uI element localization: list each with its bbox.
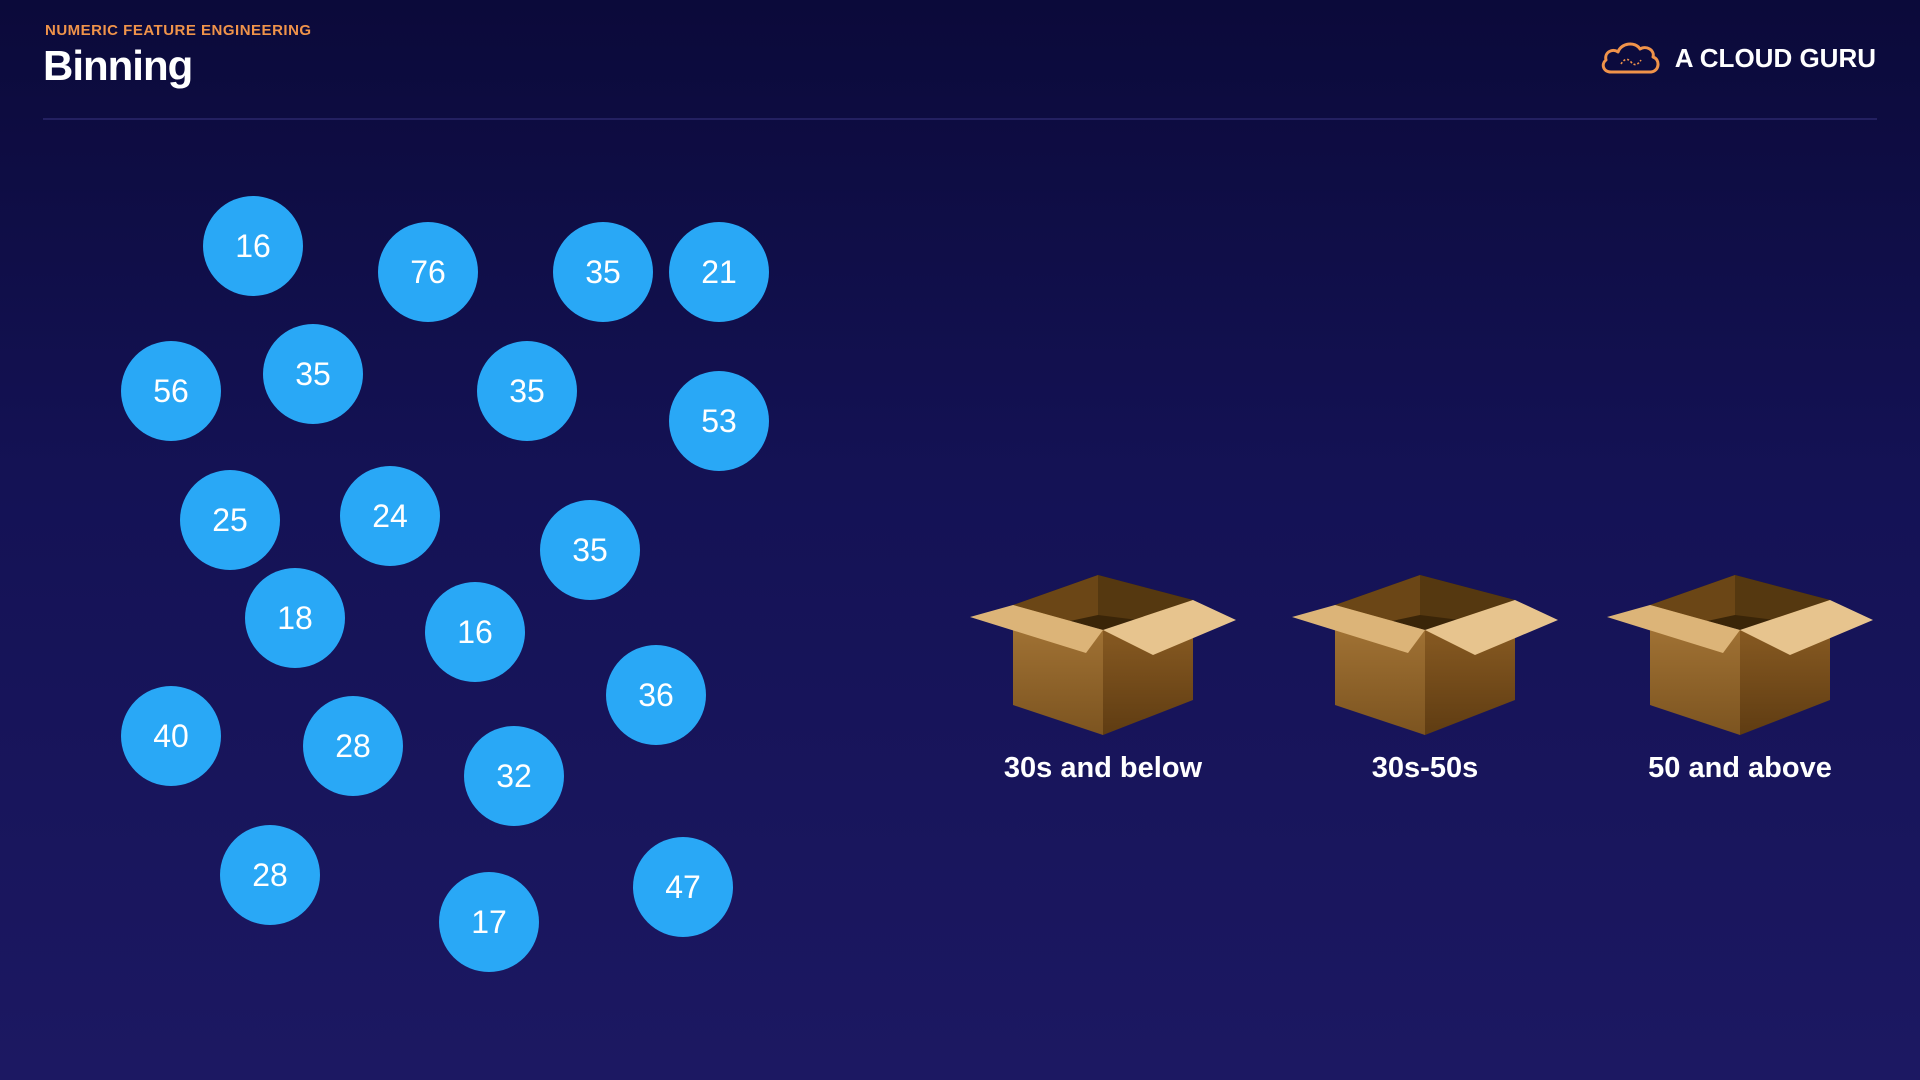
bin: 30s-50s: [1290, 545, 1560, 785]
box-icon: [1605, 545, 1875, 740]
bin-label: 50 and above: [1648, 752, 1832, 784]
value-ball: 21: [669, 222, 769, 322]
eyebrow-heading: NUMERIC FEATURE ENGINEERING: [45, 22, 312, 39]
page-title: Binning: [43, 42, 193, 89]
box-icon: [968, 545, 1238, 740]
value-ball: 35: [553, 222, 653, 322]
value-ball: 17: [439, 872, 539, 972]
brand-logo: A CLOUD GURU: [1599, 38, 1876, 78]
value-ball: 47: [633, 837, 733, 937]
value-ball: 16: [425, 582, 525, 682]
bin: 30s and below: [968, 545, 1238, 785]
bin: 50 and above: [1605, 545, 1875, 785]
cloud-icon: [1599, 38, 1663, 78]
value-ball: 28: [303, 696, 403, 796]
value-ball: 25: [180, 470, 280, 570]
header-divider: [43, 118, 1877, 120]
bin-label: 30s and below: [1003, 752, 1203, 784]
value-ball: 36: [606, 645, 706, 745]
value-ball: 28: [220, 825, 320, 925]
value-ball: 56: [121, 341, 221, 441]
value-ball: 35: [477, 341, 577, 441]
value-ball: 16: [203, 196, 303, 296]
value-ball: 76: [378, 222, 478, 322]
brand-name: A CLOUD GURU: [1674, 42, 1876, 73]
value-ball: 35: [263, 324, 363, 424]
box-icon: [1290, 545, 1560, 740]
bin-label: 30s-50s: [1371, 752, 1479, 784]
value-ball: 40: [121, 686, 221, 786]
value-ball: 24: [340, 466, 440, 566]
value-ball: 18: [245, 568, 345, 668]
value-ball: 32: [464, 726, 564, 826]
value-ball: 35: [540, 500, 640, 600]
value-ball: 53: [669, 371, 769, 471]
